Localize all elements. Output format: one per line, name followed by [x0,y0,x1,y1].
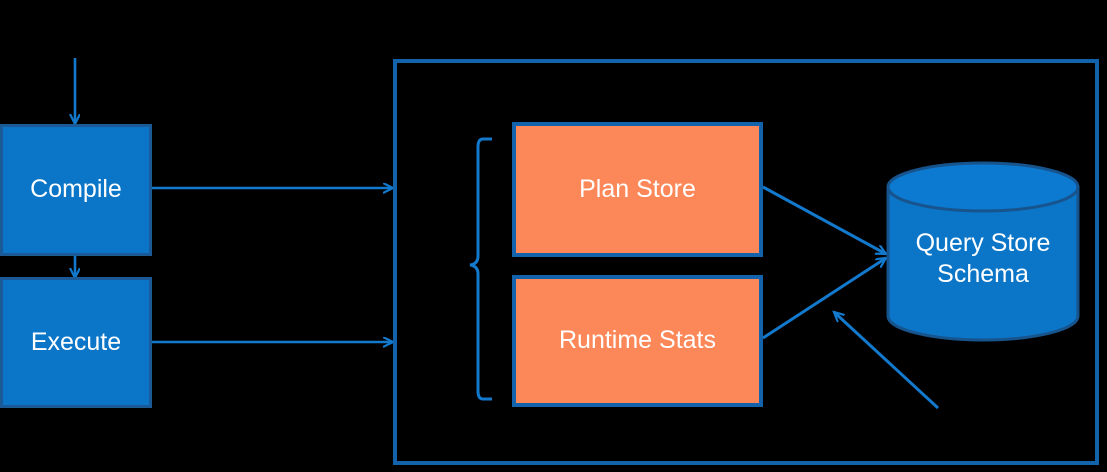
connector-external-to-schema [834,312,940,410]
node-plan-store[interactable]: Plan Store [512,122,763,257]
connector-plan-store-to-schema [762,185,886,256]
node-execute-label: Execute [30,327,122,356]
query-store-container [393,59,1099,465]
node-runtime-stats[interactable]: Runtime Stats [512,275,763,407]
node-compile[interactable]: Compile [0,124,152,256]
grouping-brace [469,137,492,401]
node-runtime-stats-label: Runtime Stats [558,326,716,355]
node-query-store-schema-label: Query Store Schema [915,229,1051,288]
node-plan-store-label: Plan Store [579,174,696,203]
query-store-schema-cylinder [886,161,1080,342]
node-compile-label: Compile [30,175,122,204]
connector-runtime-stats-to-schema [762,258,886,340]
node-execute[interactable]: Execute [0,277,152,408]
